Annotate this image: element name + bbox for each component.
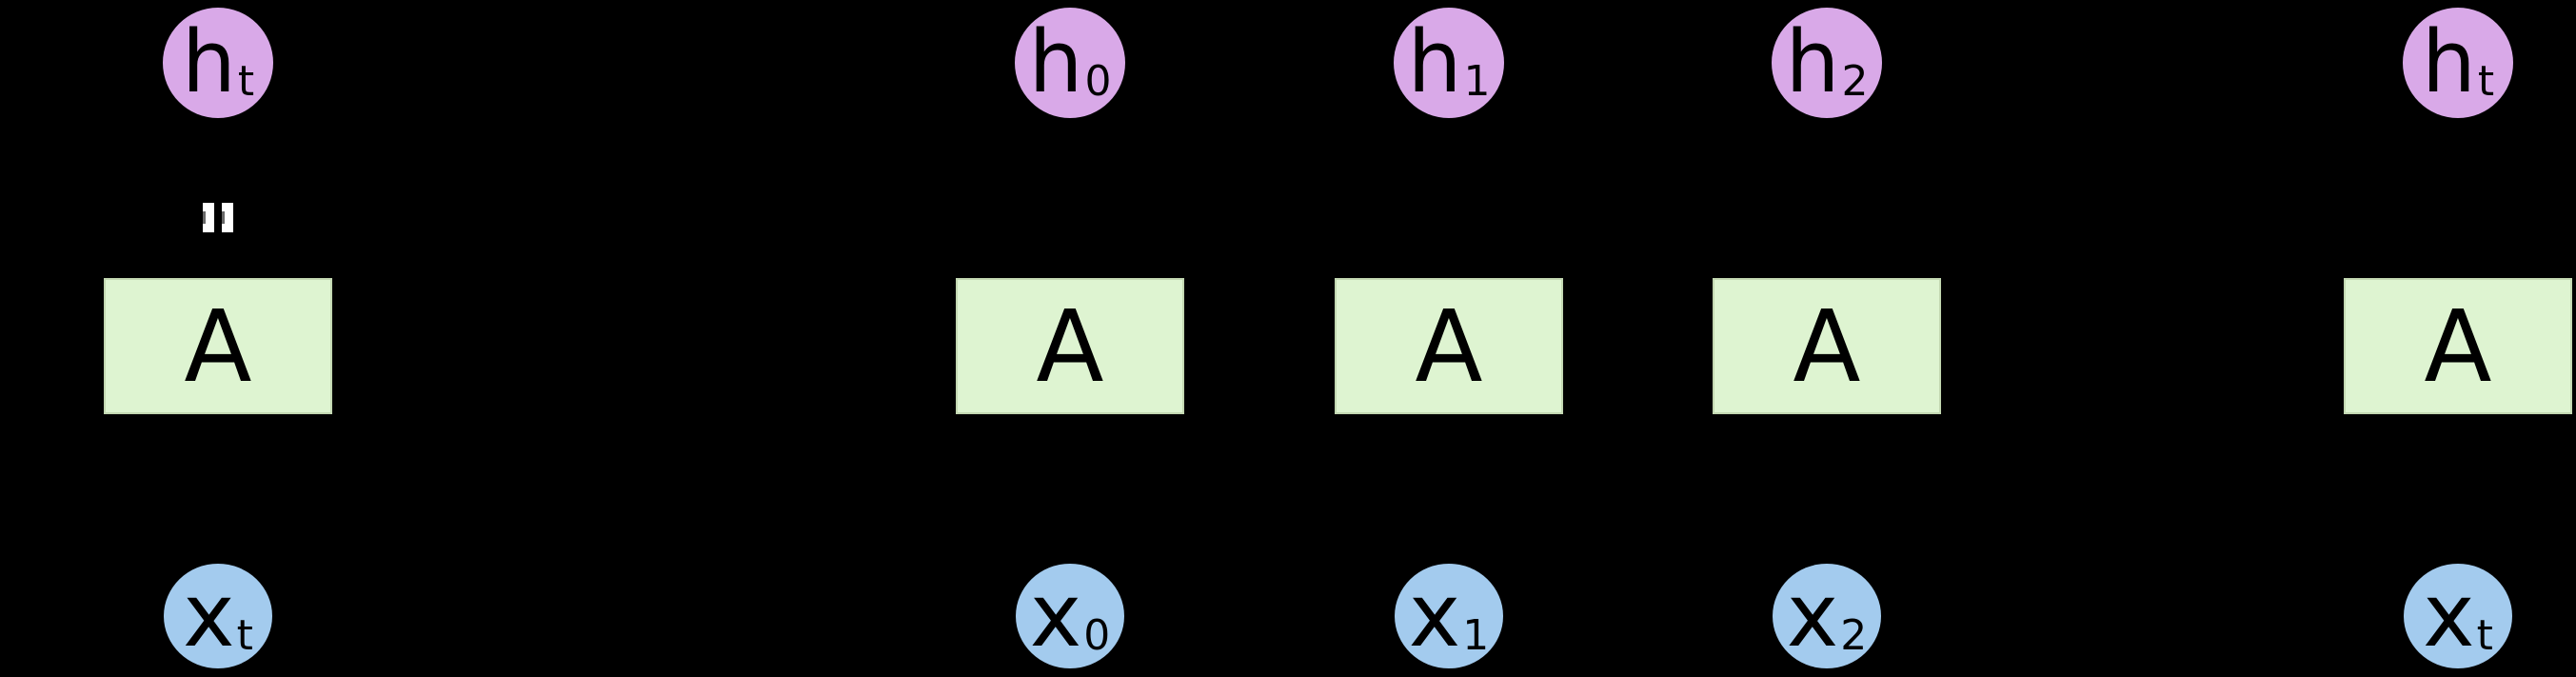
input-node: x t — [2404, 564, 2512, 668]
hidden-state-node: h t — [163, 8, 273, 118]
hidden-state-subscript: 1 — [1463, 57, 1491, 106]
hidden-state-subscript: 2 — [1841, 57, 1869, 106]
rnn-cell-box: A — [1335, 278, 1563, 414]
input-label: x t — [2423, 572, 2493, 660]
input-letter: x — [1029, 565, 1082, 667]
hidden-state-node: h t — [2403, 8, 2513, 118]
input-label: x 1 — [1409, 572, 1489, 660]
rnn-cell-label: A — [1036, 288, 1104, 405]
hidden-state-letter: h — [2421, 12, 2476, 112]
input-subscript: t — [2476, 611, 2493, 660]
hidden-state-label: h 1 — [1407, 20, 1490, 106]
input-label: x t — [183, 572, 253, 660]
unrolled-step-0-column: h 0 A x 0 — [946, 0, 1194, 677]
input-label: x 0 — [1030, 572, 1110, 660]
rnn-cell-box: A — [104, 278, 332, 414]
input-subscript: 0 — [1083, 611, 1111, 660]
hidden-state-node: h 0 — [1015, 8, 1125, 118]
unrolled-step-t-column: h t A x t — [2334, 0, 2576, 677]
input-letter: x — [2423, 565, 2475, 667]
hidden-state-label: h t — [2422, 20, 2494, 106]
rnn-cell-box: A — [2344, 278, 2572, 414]
hidden-state-letter: h — [1407, 12, 1462, 112]
input-subscript: t — [236, 611, 253, 660]
hidden-state-label: h 2 — [1785, 20, 1868, 106]
input-letter: x — [1408, 565, 1461, 667]
rnn-cell-label: A — [1793, 288, 1861, 405]
unrolled-step-2-column: h 2 A x 2 — [1703, 0, 1951, 677]
input-label: x 2 — [1787, 572, 1867, 660]
hidden-state-subscript: 0 — [1084, 57, 1112, 106]
equals-bar-right — [222, 203, 233, 232]
hidden-state-label: h t — [182, 20, 254, 106]
equals-icon — [203, 203, 233, 232]
hidden-state-subscript: t — [237, 57, 255, 106]
unrolled-step-1-column: h 1 A x 1 — [1325, 0, 1573, 677]
input-letter: x — [183, 565, 235, 667]
equals-bar-left — [203, 203, 214, 232]
hidden-state-subscript: t — [2477, 57, 2495, 106]
hidden-state-letter: h — [181, 12, 236, 112]
input-letter: x — [1786, 565, 1839, 667]
rnn-cell-label: A — [2424, 288, 2492, 405]
rnn-cell-box: A — [1713, 278, 1941, 414]
hidden-state-node: h 2 — [1772, 8, 1882, 118]
input-node: x 1 — [1395, 564, 1503, 668]
rnn-cell-box: A — [956, 278, 1184, 414]
hidden-state-node: h 1 — [1394, 8, 1504, 118]
recurrent-cell-column: h t A x t — [94, 0, 342, 677]
rnn-cell-label: A — [1415, 288, 1483, 405]
rnn-cell-label: A — [184, 288, 252, 405]
hidden-state-letter: h — [1028, 12, 1083, 112]
equals-notch — [222, 211, 225, 224]
input-node: x 0 — [1016, 564, 1124, 668]
input-node: x 2 — [1773, 564, 1881, 668]
input-subscript: 1 — [1462, 611, 1490, 660]
input-subscript: 2 — [1840, 611, 1868, 660]
hidden-state-label: h 0 — [1028, 20, 1111, 106]
equals-notch — [203, 211, 206, 224]
hidden-state-letter: h — [1785, 12, 1840, 112]
input-node: x t — [164, 564, 272, 668]
